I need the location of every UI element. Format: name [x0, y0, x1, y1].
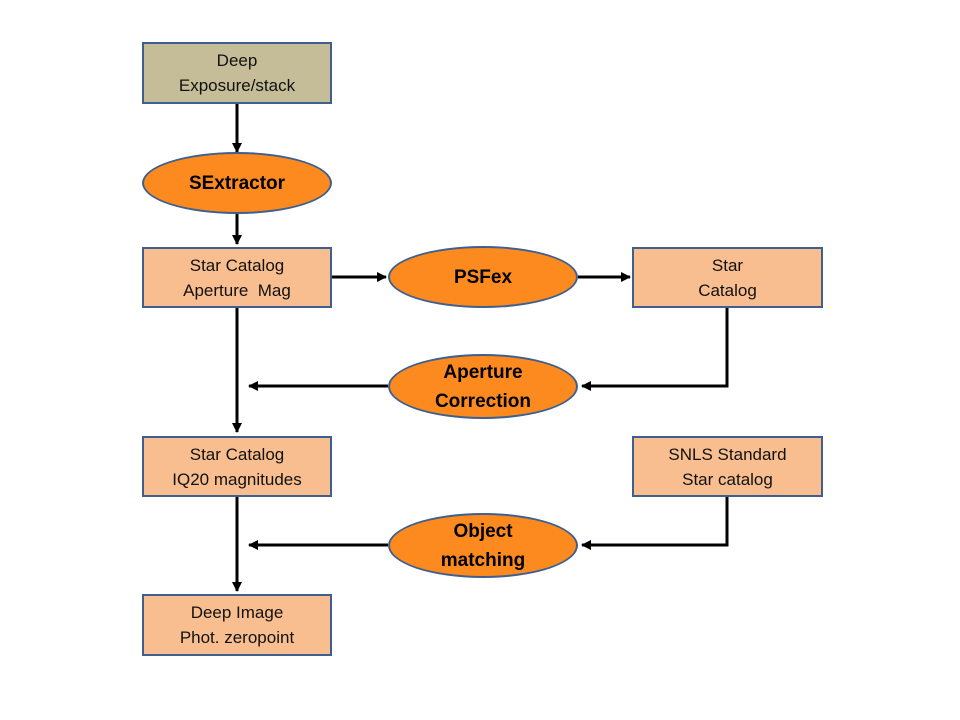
object-matching-line-1: Object [453, 520, 513, 542]
deep-exposure-box: Deep Exposure/stack [142, 42, 332, 104]
aperture-correction-line-2: Correction [434, 390, 532, 412]
star-catalog-aperture-box: Star Catalog Aperture Mag [142, 247, 332, 308]
deep-image-line-2: Phot. zeropoint [179, 628, 295, 647]
star-catalog-iq20-line-1: Star Catalog [189, 444, 285, 464]
deep-exposure-line-1: Deep [216, 51, 258, 70]
snls-standard-box: SNLS Standard Star catalog [632, 436, 823, 497]
object-matching-process: Object matching [388, 513, 578, 578]
aperture-correction-line-1: Aperture [443, 361, 523, 383]
object-matching-line-2: matching [440, 549, 526, 571]
star-catalog-iq20-line-2: IQ20 magnitudes [172, 469, 302, 489]
aperture-correction-process: Aperture Correction [388, 354, 578, 419]
arrow-star-catalog-to-aperture-correction [581, 307, 729, 391]
star-catalog-aperture-line-2: Aperture Mag [183, 280, 291, 300]
deep-image-line-1: Deep Image [190, 603, 284, 622]
star-catalog-aperture-line-1: Star Catalog [189, 255, 285, 275]
star-catalog-iq20-box: Star Catalog IQ20 magnitudes [142, 436, 332, 497]
snls-standard-line-2: Star catalog [682, 469, 773, 489]
snls-standard-line-1: SNLS Standard [668, 444, 787, 464]
star-catalog-line-2: Catalog [698, 280, 757, 300]
arrow-snls-to-object-matching [581, 497, 729, 550]
sextractor-process: SExtractor [142, 152, 332, 214]
deep-exposure-line-2: Exposure/stack [178, 76, 296, 95]
sextractor-label: SExtractor [188, 172, 286, 194]
psfex-label: PSFex [453, 266, 513, 288]
psfex-process: PSFex [388, 246, 578, 308]
star-catalog-box: Star Catalog [632, 247, 823, 308]
star-catalog-line-1: Star [711, 255, 744, 275]
deep-image-box: Deep Image Phot. zeropoint [142, 594, 332, 656]
